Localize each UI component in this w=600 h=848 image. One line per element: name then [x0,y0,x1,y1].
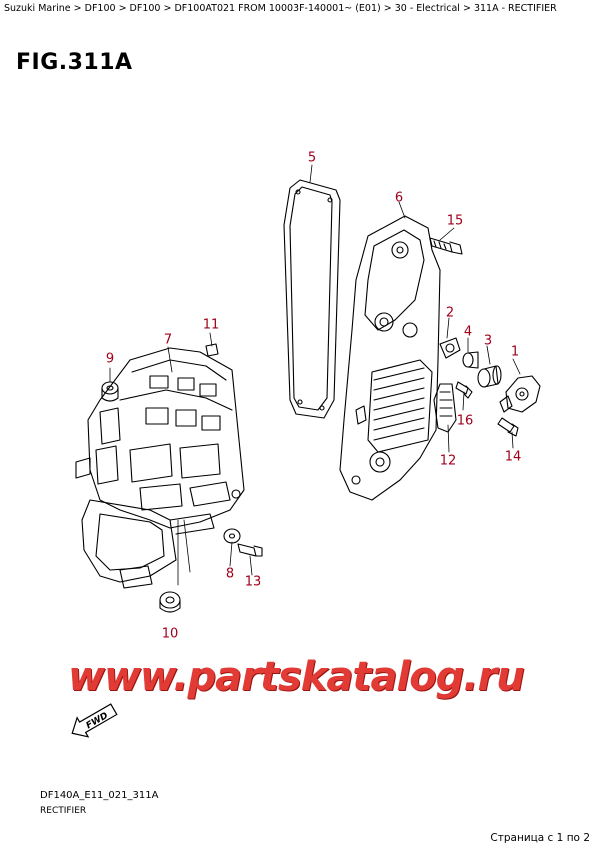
callout-16: 16 [456,413,474,429]
bolt-part-14 [497,417,519,437]
bolt-part-15 [429,237,463,255]
collar-part-4 [462,351,479,369]
figure-title: FIG.311A [16,50,133,75]
callout-5: 5 [307,150,317,166]
callout-3: 3 [483,333,493,349]
grommet-part-2 [439,337,461,359]
watermark: www.partskatalog.ru [68,654,525,700]
callout-10: 10 [161,626,179,642]
rectifier-body-part-6 [339,215,441,501]
bolt-part-16 [455,381,473,399]
bracket-part-1 [499,375,541,413]
clamp-part-12 [433,383,457,433]
cap-part-11 [205,343,219,357]
callout-4: 4 [463,324,473,340]
callout-15: 15 [446,213,464,229]
drawing-subtitle: RECTIFIER [40,806,87,816]
callout-14: 14 [504,449,522,465]
callout-8: 8 [225,566,235,582]
cap-part-3 [477,365,502,388]
callout-9: 9 [105,351,115,367]
callout-11: 11 [202,317,220,333]
fwd-label: FWD [85,711,111,732]
callout-6: 6 [394,190,404,206]
washer-part-8 [223,528,241,544]
fwd-arrow-icon: FWD [61,694,126,751]
relay-box-part-7 [75,347,245,589]
callout-12: 12 [439,453,457,469]
callout-2: 2 [445,305,455,321]
grommet-part-10 [159,591,181,613]
grommet-part-9 [101,381,119,402]
bolt-part-13 [237,543,263,557]
drawing-code: DF140A_E11_021_311A [40,790,159,801]
gasket-part-5 [283,179,341,419]
callout-1: 1 [510,344,520,360]
page-counter: Страница с 1 по 2 [490,832,590,844]
callout-7: 7 [163,332,173,348]
breadcrumb: Suzuki Marine > DF100 > DF100 > DF100AT0… [4,3,557,14]
callout-13: 13 [244,574,262,590]
